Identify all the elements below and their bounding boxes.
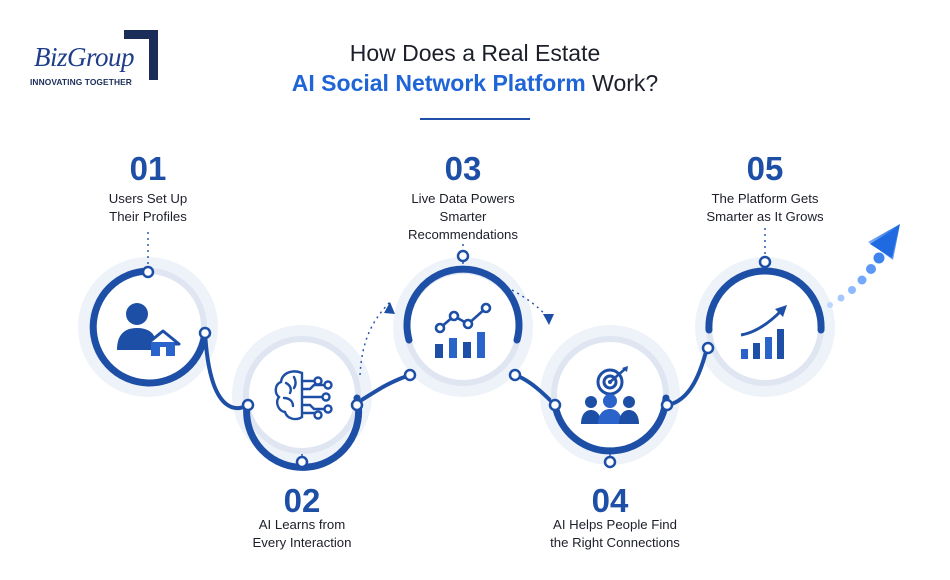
step-3-line3: Recommendations [408, 227, 518, 242]
step-2-line2: Every Interaction [252, 535, 352, 550]
step-2-line1: AI Learns from [258, 517, 346, 532]
logo-name: BizGroup [34, 42, 135, 72]
step-2-number: 02 [283, 482, 321, 519]
step-5-line1: The Platform Gets [711, 191, 819, 206]
step-4-line1: AI Helps People Find [553, 517, 677, 532]
step-5-line2: Smarter as It Grows [706, 209, 824, 224]
growth-arrow [827, 224, 900, 308]
connector-dots [141, 249, 772, 469]
logo-tagline: INNOVATING TOGETHER [30, 77, 132, 87]
step-1-number: 01 [129, 150, 167, 187]
step-4-number: 04 [591, 482, 629, 519]
title-rest: Work? [585, 70, 659, 96]
title-underline [420, 118, 530, 120]
page-title-line2: AI Social Network Platform Work? [0, 70, 950, 97]
step-1-label: Users Set Up Their Profiles [48, 190, 248, 226]
step-5-label: The Platform Gets Smarter as It Grows [665, 190, 865, 226]
step-3-line2: Smarter [439, 209, 487, 224]
step-5-number: 05 [746, 150, 784, 187]
bizgroup-logo: BizGroup INNOVATING TOGETHER [28, 28, 168, 94]
step-3-number: 03 [444, 150, 482, 187]
step-1-line1: Users Set Up [108, 191, 188, 206]
step-1-line2: Their Profiles [109, 209, 187, 224]
title-highlight: AI Social Network Platform [291, 70, 586, 96]
step-3-line1: Live Data Powers [411, 191, 515, 206]
step-3-label: Live Data Powers Smarter Recommendations [363, 190, 563, 244]
page-title-line1: How Does a Real Estate [349, 40, 601, 66]
step-4-label: AI Helps People Find the Right Connectio… [515, 516, 715, 552]
step-2-label: AI Learns from Every Interaction [202, 516, 402, 552]
ai-brain-icon [274, 370, 333, 421]
logo-frame [124, 30, 158, 80]
target-people-icon [581, 366, 639, 424]
step-4-line2: the Right Connections [550, 535, 680, 550]
chart-growth-icon [434, 302, 492, 358]
rising-bars-icon [740, 305, 787, 359]
user-home-icon [117, 303, 181, 356]
wave-connector [203, 330, 709, 411]
